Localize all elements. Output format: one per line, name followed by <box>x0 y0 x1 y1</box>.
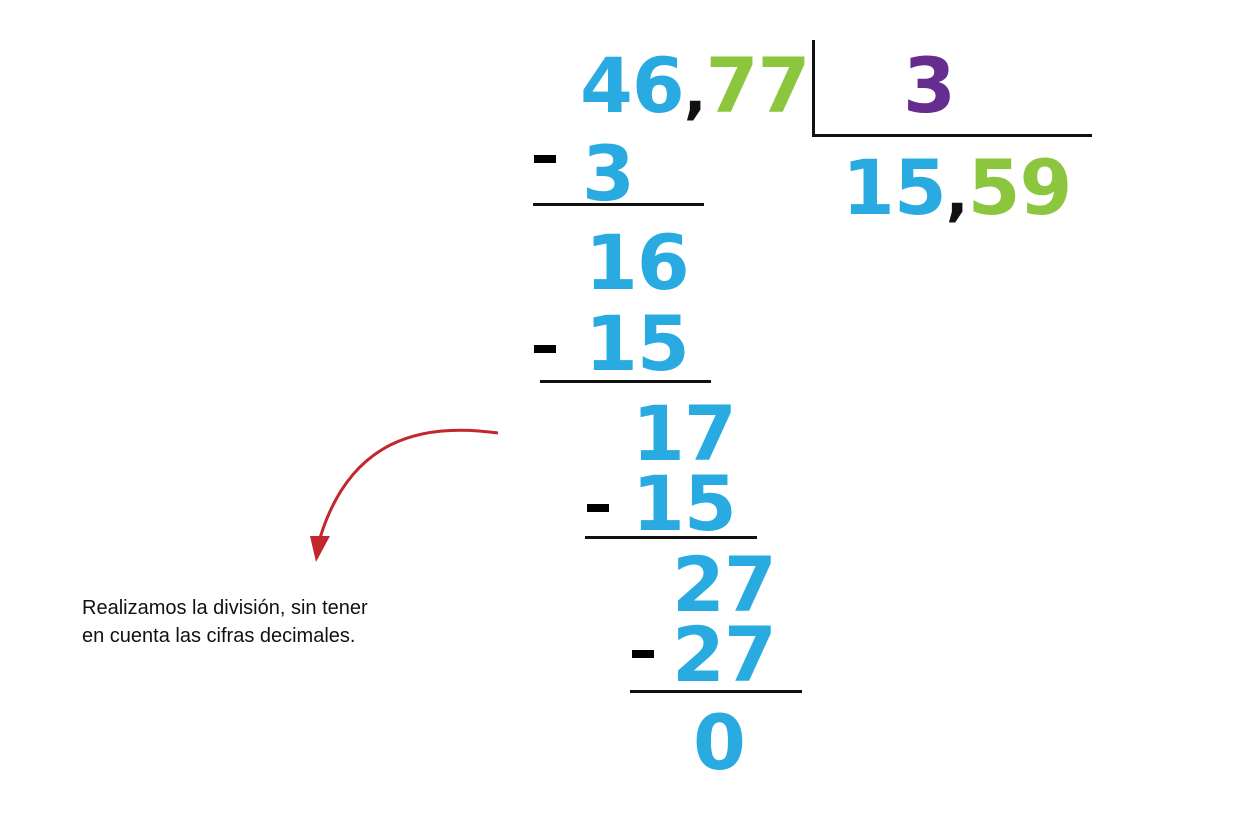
division-bracket-vertical <box>812 40 815 137</box>
division-bracket-horizontal <box>812 134 1092 137</box>
subtraction-line-3 <box>585 536 757 539</box>
dividend-decimal: 77 <box>705 41 811 130</box>
remainder-2: 17 <box>632 389 737 478</box>
quotient-decimal: 59 <box>967 143 1073 232</box>
minus-sign-4 <box>632 650 654 658</box>
subtraction-line-1 <box>533 203 704 206</box>
divisor: 3 <box>903 41 956 130</box>
subtrahend-3: 15 <box>632 459 737 548</box>
quotient-separator: , <box>945 159 969 229</box>
quotient-integer: 15 <box>842 143 947 232</box>
remainder-3: 27 <box>672 540 777 629</box>
quotient: 15,59 <box>842 150 1072 229</box>
final-remainder: 0 <box>693 698 746 787</box>
subtrahend-4: 27 <box>672 610 777 699</box>
subtrahend-2: 15 <box>585 299 690 388</box>
note-line-1: Realizamos la división, sin tener <box>82 597 368 619</box>
minus-sign-2 <box>534 345 556 353</box>
minus-sign-3 <box>587 504 609 512</box>
subtraction-line-2 <box>540 380 711 383</box>
explanation-note: Realizamos la división, sin tener en cue… <box>82 594 482 650</box>
dividend: 46,77 <box>580 48 810 127</box>
dividend-integer: 46 <box>580 41 685 130</box>
minus-sign-1 <box>534 155 556 163</box>
remainder-1: 16 <box>585 218 690 307</box>
dividend-separator: , <box>683 57 707 127</box>
note-line-2: en cuenta las cifras decimales. <box>82 625 356 647</box>
subtraction-line-4 <box>630 690 802 693</box>
subtrahend-1: 3 <box>582 129 635 218</box>
curved-arrow-icon <box>310 428 499 562</box>
